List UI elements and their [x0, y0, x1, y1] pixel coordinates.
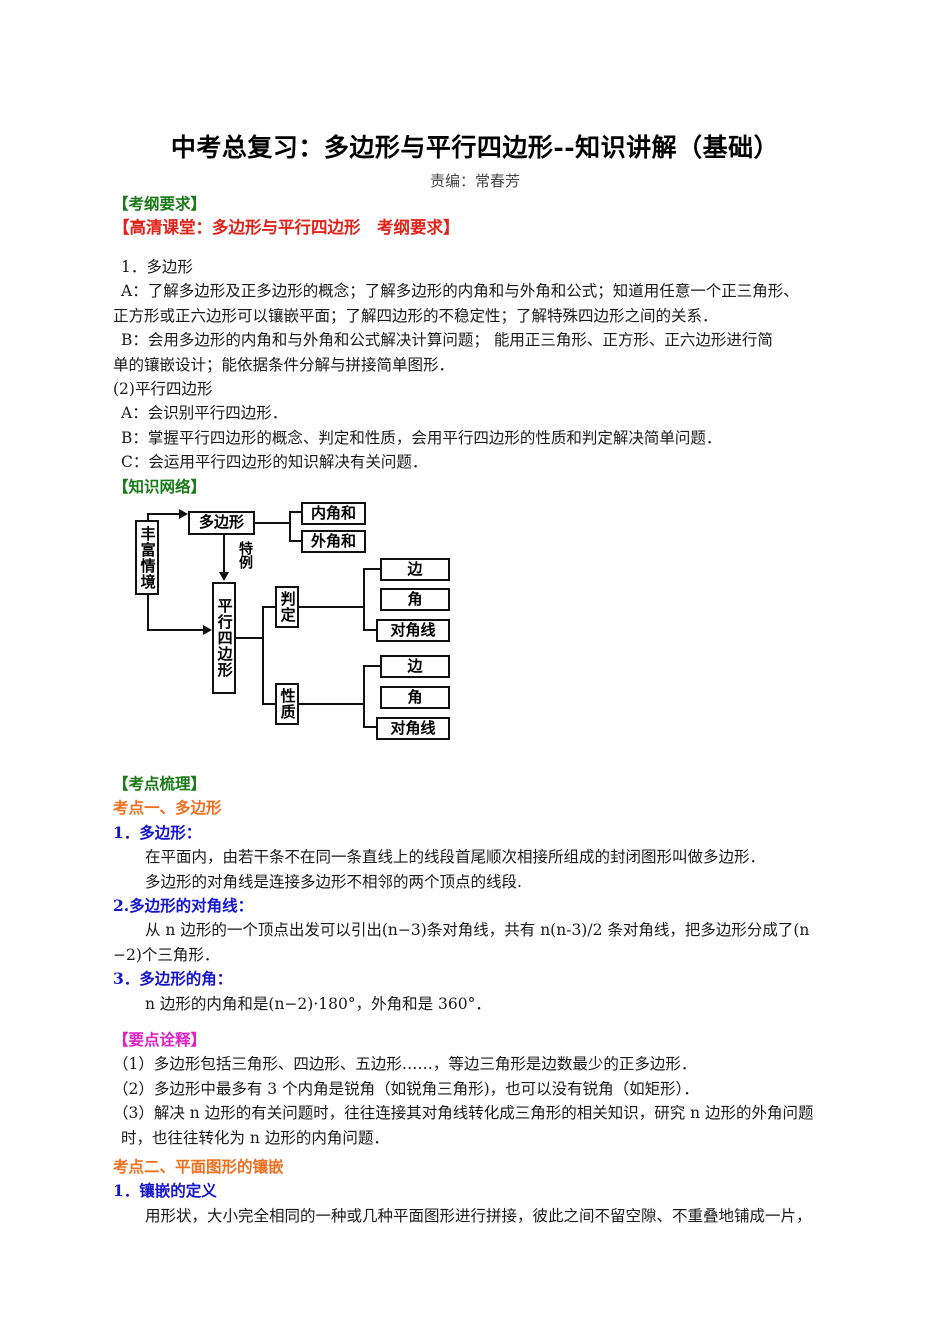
- section-header-key-notes: 【要点诠释】: [113, 1030, 207, 1049]
- diagram-line: [363, 726, 377, 728]
- diagram-label-special-case: 特例: [237, 541, 253, 569]
- byline: 责编：常春芳: [429, 172, 520, 190]
- sub1-line-1: 多边形的对角线是连接多边形不相邻的两个顶点的线段.: [145, 872, 522, 891]
- diagram-node-judgement: 判定: [275, 586, 299, 628]
- key-note-line-1: （2）多边形中最多有 3 个内角是锐角（如锐角三角形)，也可以没有锐角（如矩形）…: [113, 1079, 699, 1098]
- diagram-node-prop-diagonal: 对角线: [376, 717, 450, 740]
- diagram-line: [262, 606, 264, 704]
- diagram-node-property: 性质: [275, 683, 299, 725]
- diagram-line: [363, 665, 381, 667]
- sub2-line-0: 从 n 边形的一个顶点出发可以引出(n−3)条对角线，共有 n(n-3)/2 条…: [145, 921, 810, 940]
- diagram-arrow-icon: [219, 572, 229, 581]
- outline-line-3: B：会用多边形的内角和与外角和公式解决计算问题； 能用正三角形、正方形、正六边形…: [121, 331, 773, 350]
- subsection-title-2: 2.多边形的对角线：: [113, 896, 254, 916]
- outline-line-1: A：了解多边形及正多边形的概念；了解多边形的内角和与外角和公式；知道用任意一个正…: [121, 282, 799, 301]
- diagram-line: [262, 703, 276, 705]
- key-notes-section: 【要点诠释】 （1）多边形包括三角形、四边形、五边形……，等边三角形是边数最少的…: [113, 1028, 853, 1150]
- section-header-hd-class: 【高清课堂：多边形与平行四边形 考纲要求】: [113, 218, 460, 237]
- diagram-arrow-icon: [179, 509, 188, 519]
- section-header-review: 【考点梳理】: [113, 774, 207, 793]
- diagram-line: [236, 637, 264, 639]
- diagram-line: [223, 535, 225, 573]
- outline-line-7: B：掌握平行四边形的概念、判定和性质，会用平行四边形的性质和判定解决简单问题．: [121, 428, 722, 447]
- outline-line-6: A：会识别平行四边形．: [121, 404, 288, 423]
- outline-section: 【考纲要求】: [113, 192, 853, 216]
- diagram-node-parallelogram: 平行四边形: [212, 582, 236, 694]
- subsection-title-1: 1．多边形：: [113, 822, 202, 842]
- diagram-line: [363, 665, 365, 728]
- diagram-node-exterior-sum: 外角和: [301, 530, 366, 553]
- diagram-line: [147, 513, 181, 515]
- outline-line-2: 正方形或正六边形可以镶嵌平面；了解四边形的不稳定性；了解特殊四边形之间的关系．: [113, 306, 718, 325]
- outline-body: 1．多边形 A：了解多边形及正多边形的概念；了解多边形的内角和与外角和公式；知道…: [113, 255, 853, 475]
- diagram-line: [299, 606, 365, 608]
- network-section: 【知识网络】: [113, 475, 853, 499]
- section-header-network: 【知识网络】: [113, 477, 207, 496]
- subsection-title-3: 3．多边形的角：: [113, 969, 233, 989]
- sub1-line-0: 在平面内，由若干条不在同一条直线上的线段首尾顺次相接所组成的封闭图形叫做多边形．: [145, 848, 766, 867]
- key-note-line-3: 时，也往往转化为 n 边形的内角问题．: [121, 1128, 389, 1147]
- section-header-outline: 【考纲要求】: [113, 194, 207, 213]
- knowledge-network-diagram: 丰富情境 多边形 平行四边形 特例 内角和 外角和 判定 性质 边 角 对角线 …: [118, 500, 478, 760]
- diagram-arrow-icon: [203, 625, 212, 635]
- hd-class-section: 【高清课堂：多边形与平行四边形 考纲要求】: [113, 215, 853, 240]
- review-section: 【考点梳理】 考点一、多边形 1．多边形： 在平面内，由若干条不在同一条直线上的…: [113, 772, 853, 1016]
- subsection-title-4: 1．镶嵌的定义: [113, 1181, 217, 1201]
- section-header-point-one: 考点一、多边形: [113, 798, 222, 818]
- diagram-node-interior-sum: 内角和: [301, 502, 366, 525]
- diagram-line: [363, 629, 377, 631]
- diagram-node-judge-diagonal: 对角线: [376, 619, 450, 642]
- key-note-line-2: （3）解决 n 边形的有关问题时，往往连接其对角线转化成三角形的相关知识，研究 …: [113, 1104, 814, 1123]
- outline-line-0: 1．多边形: [121, 258, 193, 276]
- diagram-line: [147, 513, 149, 522]
- diagram-line: [255, 522, 291, 524]
- diagram-node-prop-side: 边: [380, 655, 450, 678]
- diagram-node-rich-context: 丰富情境: [135, 520, 159, 595]
- diagram-node-polygon: 多边形: [188, 511, 255, 535]
- diagram-line: [299, 703, 365, 705]
- diagram-line: [289, 540, 302, 542]
- outline-line-5: (2)平行四边形: [113, 380, 213, 399]
- outline-line-8: C：会运用平行四边形的知识解决有关问题．: [121, 453, 428, 472]
- diagram-line: [363, 568, 381, 570]
- section-header-point-two: 考点二、平面图形的镶嵌: [113, 1157, 284, 1176]
- diagram-line: [289, 511, 302, 513]
- sub3-line-0: n 边形的内角和是(n−2)·180°，外角和是 360°．: [145, 994, 491, 1013]
- diagram-line: [147, 629, 205, 631]
- point-two-section: 考点二、平面图形的镶嵌 1．镶嵌的定义 用形状，大小完全相同的一种或几种平面图形…: [113, 1155, 853, 1228]
- page-title: 中考总复习：多边形与平行四边形--知识讲解（基础）: [170, 133, 780, 162]
- sub2-line-1: −2)个三角形．: [113, 945, 220, 964]
- outline-line-4: 单的镶嵌设计；能依据条件分解与拼接简单图形．: [113, 355, 455, 374]
- key-note-line-0: （1）多边形包括三角形、四边形、五边形……，等边三角形是边数最少的正多边形．: [113, 1055, 697, 1074]
- diagram-line: [363, 568, 365, 631]
- diagram-node-judge-angle: 角: [380, 588, 450, 611]
- diagram-line: [147, 595, 149, 631]
- diagram-line: [262, 606, 276, 608]
- diagram-node-prop-angle: 角: [380, 686, 450, 709]
- diagram-node-judge-side: 边: [380, 558, 450, 581]
- sub4-line-0: 用形状，大小完全相同的一种或几种平面图形进行拼接，彼此之间不留空隙、不重叠地铺成…: [145, 1206, 812, 1225]
- diagram-line: [289, 511, 291, 542]
